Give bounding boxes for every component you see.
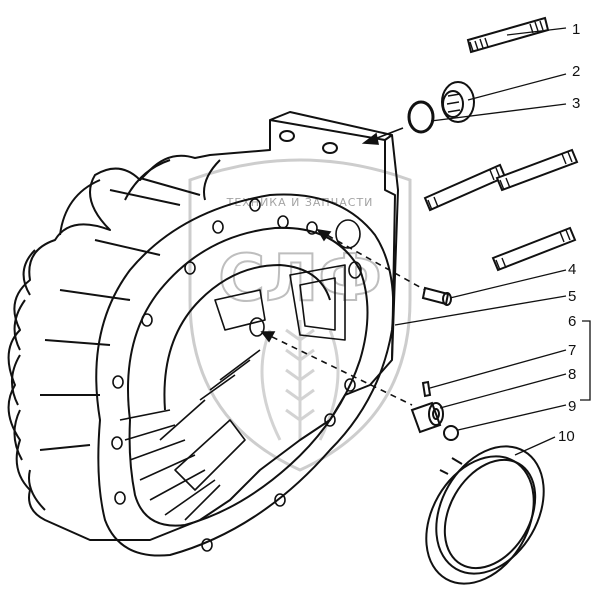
- bolt-hole: [114, 491, 126, 505]
- bolt-hole: [344, 378, 356, 392]
- stud-group-mid: [423, 148, 579, 272]
- callout-4: 4: [568, 261, 576, 278]
- callout-2: 2: [572, 63, 580, 80]
- bolt-hole: [141, 313, 153, 327]
- housing-window: [289, 264, 346, 341]
- lip-seal-part-10: [425, 445, 545, 585]
- bolt-hole: [111, 436, 123, 450]
- bolt-hole: [184, 261, 196, 275]
- bolt-hole: [348, 261, 362, 279]
- housing-front-flange-outer: [95, 193, 395, 557]
- callout-9: 9: [568, 398, 576, 415]
- assembly-arrows: [260, 127, 404, 343]
- parts: [407, 16, 579, 585]
- callout-8: 8: [568, 366, 576, 383]
- leader-lines: [394, 27, 591, 456]
- bolt-hole: [306, 221, 318, 235]
- housing-rear-body: [7, 119, 396, 541]
- mount-tab-hole-right: [322, 142, 338, 154]
- ball-part-9: [443, 425, 459, 441]
- watermark-shield-outline: [188, 158, 412, 472]
- callout-7: 7: [568, 342, 576, 359]
- bolt-hole: [112, 375, 124, 389]
- bolt-hole: [277, 215, 289, 229]
- callout-labels: 1 2 3 4 5 6 7 8 9 10: [558, 21, 580, 445]
- housing-lobes: [11, 159, 221, 511]
- bolt-hole: [249, 198, 261, 212]
- pin-hole: [249, 317, 265, 337]
- bore-hole-large: [335, 219, 361, 249]
- callout-6: 6: [568, 313, 576, 330]
- watermark: ТЕХНИКА И ЗАПЧАСТИ СЛФ: [188, 158, 412, 472]
- plug-part-2: [441, 81, 475, 123]
- callout-5: 5: [568, 288, 576, 305]
- housing-inner-rim: [163, 264, 331, 411]
- watermark-brand-top: ТЕХНИКА И ЗАПЧАСТИ: [226, 196, 374, 209]
- bolt-hole: [274, 493, 286, 507]
- callout-1: 1: [572, 21, 580, 38]
- bolt-hole: [212, 220, 224, 234]
- seal-ring-part-3: [407, 100, 435, 134]
- bushing-part-8: [410, 401, 444, 434]
- housing-rib-lines: [39, 177, 201, 451]
- assembly-lines: [261, 229, 426, 406]
- flywheel-housing: [7, 111, 399, 557]
- housing-mount-tab: [269, 111, 399, 361]
- callout-3: 3: [572, 95, 580, 112]
- flange-bolt-holes: [111, 198, 362, 552]
- mount-tab-hole-left: [279, 130, 295, 142]
- bracket-6: [580, 320, 591, 401]
- bolt-hole: [201, 538, 213, 552]
- callout-10: 10: [558, 428, 575, 445]
- housing-front-flange-inner: [127, 226, 369, 527]
- dowel-pin-part-4: [421, 286, 452, 306]
- small-pin-part-7: [421, 380, 432, 398]
- watermark-brand-big: СЛФ: [218, 242, 382, 316]
- bolt-hole: [324, 413, 336, 427]
- housing-internal-ribs: [119, 264, 346, 521]
